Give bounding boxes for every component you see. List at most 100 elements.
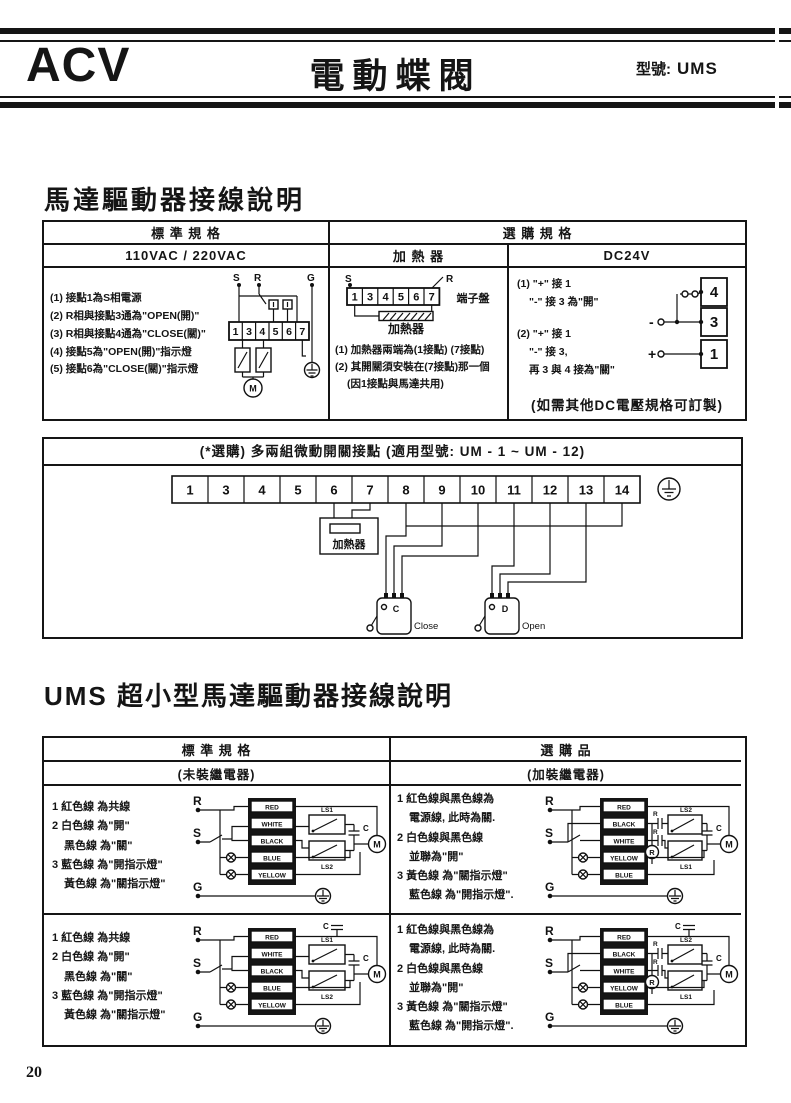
top-capacitor-label: C (323, 922, 329, 931)
note-line: 電源線, 此時為關. (409, 943, 496, 956)
terminal-number: 3 (367, 292, 373, 304)
ground-icon (314, 1017, 332, 1035)
terminal-number: 8 (402, 483, 409, 498)
terminal-g-label: G (545, 880, 554, 894)
note-line: 2 白色線 為"開" (52, 951, 130, 964)
capacitor-label: C (363, 954, 369, 963)
note-line: 3 黃色線 為"關指示燈" (397, 870, 508, 882)
note-line: (2) R相與接點3通為"OPEN(開)" (50, 309, 200, 322)
wire-label: WHITE (262, 822, 284, 829)
terminal-r-label: R (193, 924, 202, 938)
open-micro-switch: D Open (474, 593, 545, 635)
terminal-s-label: S (545, 826, 553, 840)
header-standard-spec: 標 準 規 格 (44, 222, 330, 245)
opt-wiring-diagram: R S G RED BLACK WHITE YELLOW BLUE R R R … (545, 794, 739, 905)
opt-notes: 1 紅色線與黑色線為 電源線, 此時為關. 2 白色線與黑色線 並聯為"開" 3… (397, 790, 514, 906)
dc-note-2: (2) "+" 接 1 "-" 接 3, 再 3 與 4 接為"關" (517, 326, 615, 380)
terminal-number: 11 (507, 483, 521, 498)
dc-terminal: 4 (710, 284, 719, 301)
header-heater: 加 熱 器 (330, 245, 509, 268)
close-switch-label: Close (414, 621, 438, 632)
terminal-number: 1 (233, 326, 239, 338)
terminal-s-label: S (193, 826, 201, 840)
dc-note-1: (1) "+" 接 1 "-" 接 3 為"開" (517, 276, 599, 312)
std-notes: 1 紅色線 為共線 2 白色線 為"開" 黑色線 為"關" 3 藍色線 為"開指… (52, 929, 166, 1025)
wire-label: BLACK (613, 952, 636, 959)
model-label: 型號: (636, 61, 671, 78)
terminal-g-label: G (307, 273, 315, 284)
terminal-g-label: G (545, 1010, 554, 1024)
brand-logo: ACV (26, 39, 131, 92)
ls-bottom-label: LS1 (680, 994, 692, 1001)
motor-label: M (249, 384, 257, 394)
std-notes: 1 紅色線 為共線 2 白色線 為"開" 黑色線 為"關" 3 藍色線 為"開指… (52, 798, 166, 894)
terminal-strip-label: 端子盤 (457, 291, 491, 305)
note-line: 2 白色線與黑色線 (397, 831, 484, 844)
section1-title: 馬達驅動器接線說明 (44, 185, 306, 215)
header-optional-items: 選 購 品 (391, 738, 741, 762)
std-wiring-diagram: R S G RED WHITE BLACK BLUE YELLOW LS1 LS… (193, 794, 387, 905)
terminal-g-label: G (193, 880, 202, 894)
terminal-number: 6 (286, 326, 292, 338)
wire-label: RED (617, 935, 631, 942)
wire-label: RED (265, 935, 279, 942)
opt-wiring-cell-1: 1 紅色線與黑色線為 電源線, 此時為關. 2 白色線與黑色線 並聯為"開" 3… (391, 786, 741, 915)
motor-label: M (373, 840, 381, 850)
header-dc24v: DC24V (509, 245, 745, 268)
heater-wiring-cell: S R 1 3 4 5 6 7 端子盤 加熱器 (1) 加熱器兩端為(1接點) … (330, 268, 509, 419)
note-line: 3 藍色線 為"開指示燈" (52, 989, 163, 1002)
note-line: 3 藍色線 為"開指示燈" (52, 858, 163, 871)
ground-icon (303, 361, 321, 379)
dc-footnote: (如需其他DC電壓規格可訂製) (531, 398, 723, 413)
ls-top-label: LS1 (321, 937, 333, 944)
note-line: 1 紅色線與黑色線為 (397, 924, 495, 936)
micro-switch-box: (*選購) 多兩組微動開關接點 (適用型號: UM - 1 ~ UM - 12)… (42, 437, 743, 639)
page-number: 20 (26, 1064, 42, 1081)
note-line: 2 白色線 為"開" (52, 820, 130, 833)
vac-wiring-cell: (1) 接點1為S相電源 (2) R相與接點3通為"OPEN(開)" (3) R… (44, 268, 330, 419)
terminal-number: 7 (429, 292, 435, 304)
wiring-table: 標 準 規 格 選 購 規 格 110VAC / 220VAC 加 熱 器 DC… (42, 220, 747, 421)
terminal-number: 4 (258, 483, 266, 498)
wire-label: YELLOW (610, 986, 639, 993)
wire-label: WHITE (614, 969, 636, 976)
heater-label: 加熱器 (332, 537, 367, 551)
relay-contact-label: R (653, 941, 658, 948)
wire-harness (385, 503, 623, 593)
vac-wiring-diagram: S R G 1 3 4 5 6 7 M (228, 273, 321, 398)
note-line: 並聯為"開" (409, 850, 464, 863)
terminal-s-label: S (233, 273, 240, 284)
ums-wiring-table: 標 準 規 格 選 購 品 (未裝繼電器) (加裝繼電器) 1 紅色線 為共線 … (42, 736, 747, 1047)
terminal-s-label: S (345, 274, 352, 285)
note-line: 藍色線 為"開指示燈". (409, 889, 514, 902)
open-switch-tag: D (502, 604, 509, 614)
ls-top-label: LS2 (680, 807, 692, 814)
wire-label: BLUE (263, 986, 281, 993)
wire-label: BLUE (263, 856, 281, 863)
note-line: 黃色線 為"關指示燈" (64, 1009, 166, 1021)
terminal-r-label: R (193, 794, 202, 808)
model-value: UMS (677, 59, 718, 78)
note-line: "-" 接 3 為"開" (529, 295, 599, 308)
header-rule-thick-top (0, 28, 791, 34)
note-line: 並聯為"開" (409, 981, 464, 994)
wire-label: BLACK (261, 969, 284, 976)
motor-label: M (725, 970, 733, 980)
wire-label: BLUE (615, 1003, 633, 1010)
terminal-number: 12 (543, 483, 557, 498)
note-line: (1) "+" 接 1 (517, 278, 572, 290)
wire-label: BLACK (261, 839, 284, 846)
terminal-number: 5 (398, 292, 404, 304)
ls-bottom-label: LS2 (321, 864, 333, 871)
terminal-r-label: R (446, 274, 454, 285)
dc-terminal: 1 (710, 346, 718, 363)
opt-wiring-diagram: R S G RED BLACK WHITE YELLOW BLUE C R R … (545, 922, 739, 1035)
note-line: 再 3 與 4 接為"關" (529, 363, 615, 376)
section2-title: UMS 超小型馬達驅動器接線說明 (44, 681, 454, 711)
note-line: (1) 加熱器兩端為(1接點) (7接點) (335, 344, 485, 356)
wire-label: YELLOW (258, 873, 287, 880)
ground-icon (314, 887, 332, 905)
terminal-r-label: R (545, 794, 554, 808)
wire-label: YELLOW (258, 1003, 287, 1010)
